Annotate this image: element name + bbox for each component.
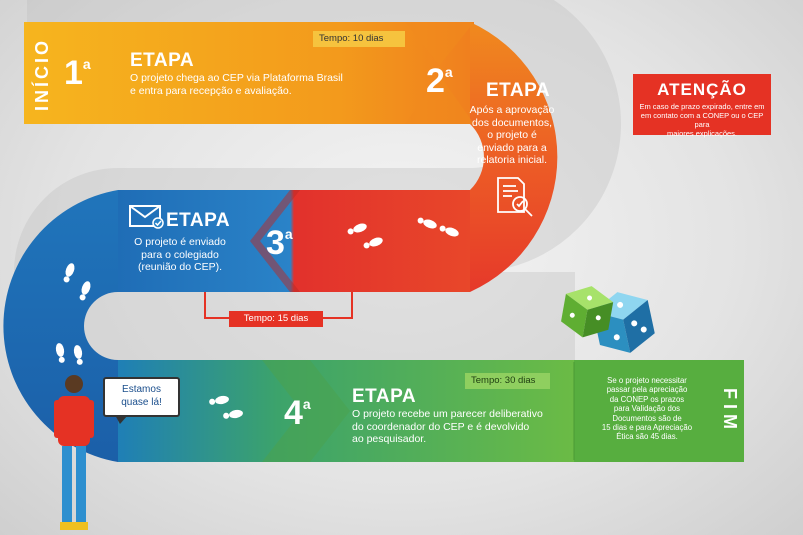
step-2-title: ETAPA — [486, 80, 551, 101]
person-figure — [54, 375, 94, 530]
road-end — [574, 360, 744, 462]
step-4-title: ETAPA — [352, 386, 417, 407]
attention-box: ATENÇÃO Em caso de prazo expirado, entre… — [633, 74, 771, 138]
step-3-number: 3a — [266, 224, 293, 262]
step-1-title: ETAPA — [130, 50, 195, 71]
attention-title: ATENÇÃO — [657, 80, 747, 99]
start-label: INÍCIO — [32, 37, 52, 111]
step-1-number: 1a — [64, 54, 91, 92]
document-review-icon — [497, 177, 533, 217]
step-1-time: Tempo: 10 dias — [313, 31, 405, 47]
step-2-number: 2a — [426, 62, 453, 100]
step-4-text: O projeto recebe um parecer deliberativo… — [352, 408, 543, 445]
step-4-time: Tempo: 30 dias — [465, 373, 550, 389]
step-3-title: ETAPA — [166, 210, 231, 231]
envelope-icon — [129, 205, 164, 229]
footprints — [55, 217, 459, 419]
end-label: FIM — [720, 388, 740, 434]
step-3-time: Tempo: 15 dias — [229, 311, 323, 327]
dice-icon — [561, 286, 655, 353]
step-4-number: 4a — [284, 394, 311, 432]
step-1-text: O projeto chega ao CEP via Plataforma Br… — [130, 72, 343, 97]
road-stage-3 — [118, 190, 470, 292]
